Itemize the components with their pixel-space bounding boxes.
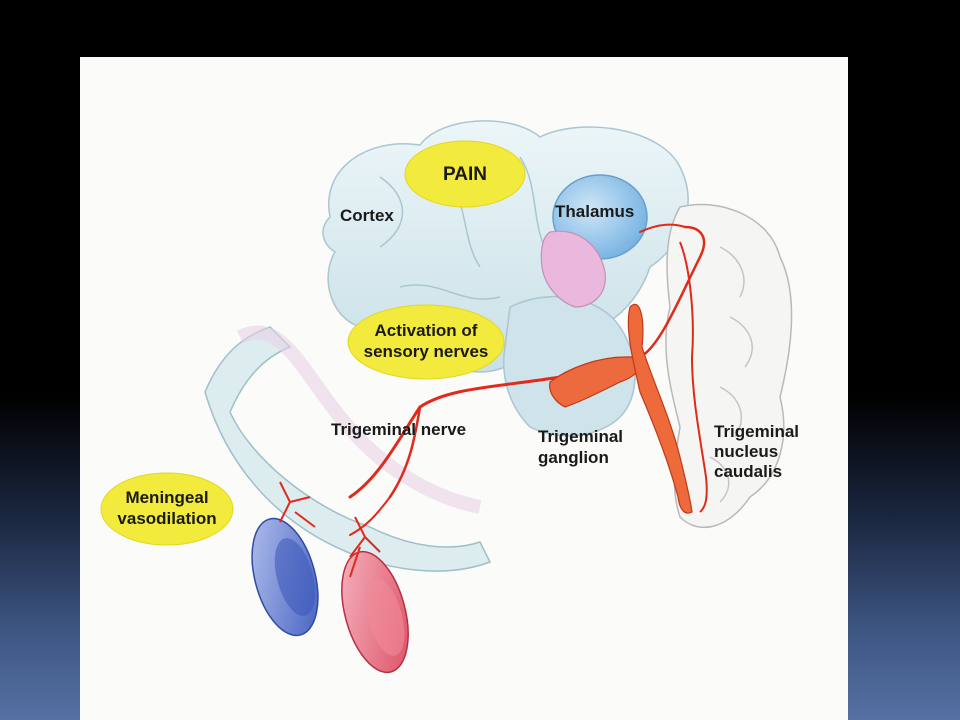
hypothalamus-shape	[540, 230, 606, 308]
trigeminal-ganglion-label-line2: ganglion	[538, 448, 609, 467]
migraine-pathway-diagram: PAIN Activation of sensory nerves Mening…	[100, 120, 799, 674]
nucleus-caudalis-label-line2: nucleus	[714, 442, 778, 461]
meningeal-label-line1: Meningeal	[125, 488, 208, 507]
trigeminal-ganglion-shape	[549, 356, 642, 408]
activation-bubble	[347, 304, 505, 380]
nucleus-caudalis-label-line3: caudalis	[714, 462, 782, 481]
trigeminal-nerve-label: Trigeminal nerve	[331, 420, 466, 439]
nucleus-caudalis-label-line1: Trigeminal	[714, 422, 799, 441]
pain-label: PAIN	[443, 164, 487, 185]
meningeal-bubble	[100, 472, 234, 546]
activation-label-line2: sensory nerves	[364, 342, 489, 361]
meningeal-label-line2: vasodilation	[117, 509, 216, 528]
pain-bubble	[404, 140, 526, 208]
cortex-label: Cortex	[340, 206, 394, 225]
activation-label-line1: Activation of	[375, 321, 478, 340]
thalamus-label: Thalamus	[555, 202, 634, 221]
trigeminal-ganglion-label-line1: Trigeminal	[538, 427, 623, 446]
slide-image: PAIN Activation of sensory nerves Mening…	[80, 57, 848, 720]
vessel-nerve-branches	[279, 481, 381, 578]
nucleus-caudalis-shape	[627, 303, 693, 514]
